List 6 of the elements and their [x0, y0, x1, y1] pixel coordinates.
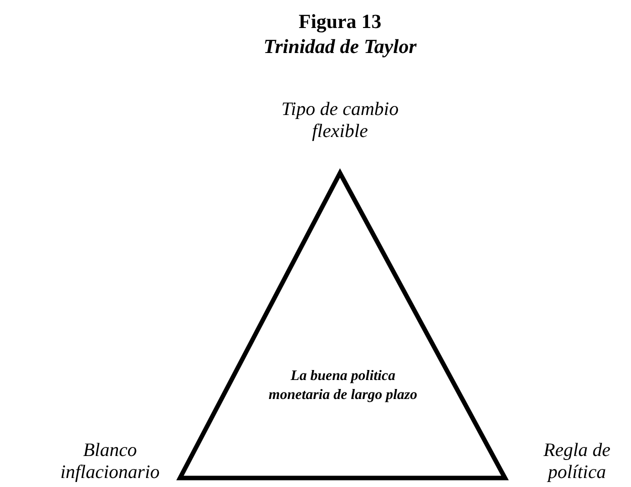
- vertex-label: Regla de política: [542, 440, 612, 484]
- vertex-label: Blanco inflacionario: [59, 440, 161, 484]
- vertex-label: Tipo de cambio flexible: [280, 99, 400, 143]
- figure-title: Figura 13: [298, 10, 382, 34]
- triangle-center-text: La buena politica monetaria de largo plazo: [268, 367, 418, 405]
- figure-caption: Trinidad de Taylor: [262, 35, 418, 59]
